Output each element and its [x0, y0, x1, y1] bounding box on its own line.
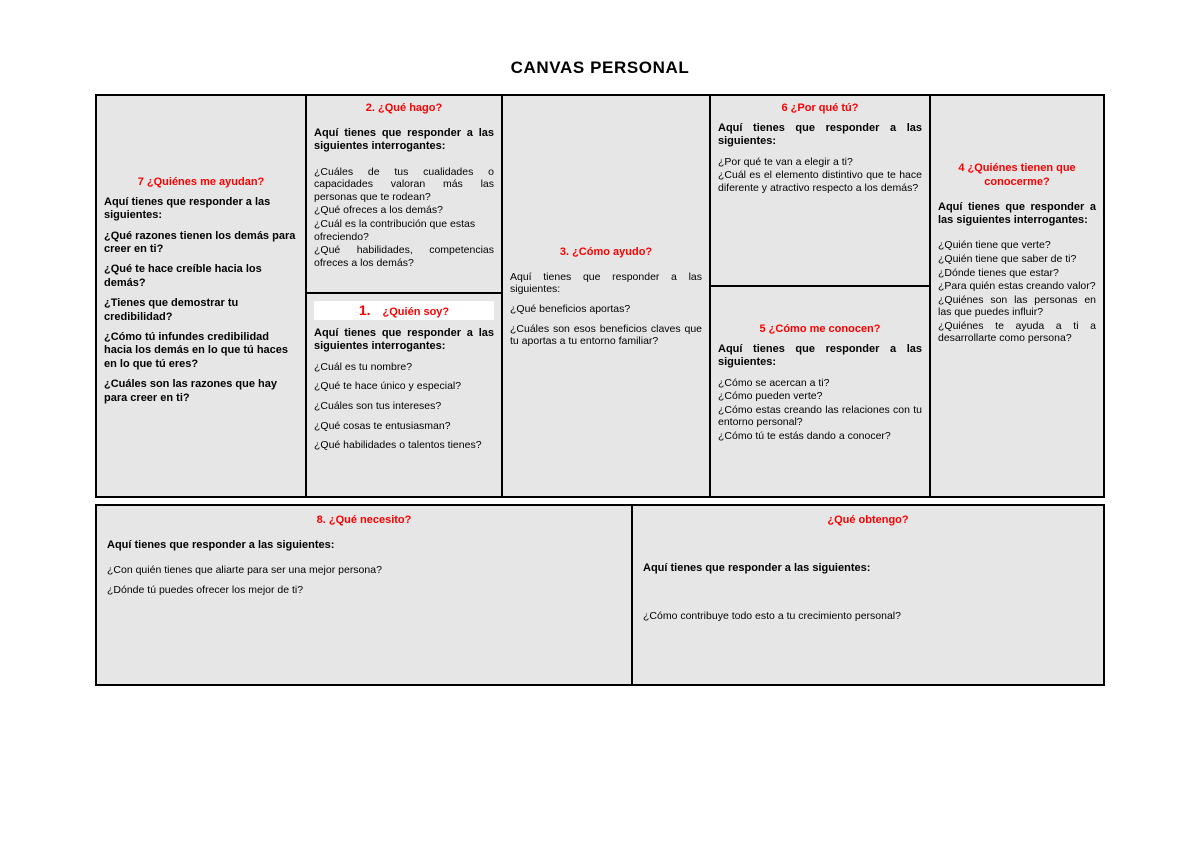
- block-section-3[interactable]: 3. ¿Cómo ayudo? Aquí tienes que responde…: [503, 96, 709, 496]
- spacer: [643, 534, 1093, 548]
- section-3-lead: Aquí tienes que responder a las siguient…: [510, 270, 702, 296]
- section-8-lead: Aquí tienes que responder a las siguient…: [107, 538, 335, 551]
- canvas-column-help: 3. ¿Cómo ayudo? Aquí tienes que responde…: [501, 96, 709, 496]
- section-4-question: ¿Quién tiene que saber de ti?: [938, 252, 1077, 265]
- block-section-1[interactable]: 1. ¿Quién soy? Aquí tienes que responder …: [307, 292, 501, 496]
- section-3-question: ¿Qué beneficios aportas?: [510, 303, 631, 316]
- section-2-title: 2. ¿Qué hago?: [365, 102, 443, 114]
- canvas-column-doing-identity: 2. ¿Qué hago? Aquí tienes que responder …: [305, 96, 501, 496]
- section-4-lead: Aquí tienes que responder a las siguient…: [938, 200, 1096, 226]
- spacer: [643, 548, 1093, 562]
- section-1-lead: Aquí tienes que responder a las siguient…: [314, 326, 494, 353]
- section-4-question: ¿Para quién estas creando valor?: [938, 280, 1096, 293]
- block-section-5[interactable]: 5 ¿Cómo me conocen? Aquí tienes que resp…: [711, 285, 929, 496]
- section-1-question: ¿Qué habilidades o talentos tienes?: [314, 439, 482, 452]
- section-9-lead: Aquí tienes que responder a las siguient…: [643, 561, 871, 574]
- spacer: [643, 596, 1093, 610]
- block-section-6[interactable]: 6 ¿Por qué tú? Aquí tienes que responder…: [711, 96, 929, 285]
- section-4-title: 4 ¿Quiénes tienen que conocerme?: [958, 162, 1076, 188]
- spacer: [643, 582, 1093, 596]
- canvas-column-why-how-known: 6 ¿Por qué tú? Aquí tienes que responder…: [709, 96, 929, 496]
- section-7-question: ¿Tienes que demostrar tu credibilidad?: [104, 297, 239, 323]
- canvas-top-row: 7 ¿Quiénes me ayudan? Aquí tienes que re…: [95, 94, 1105, 498]
- section-2-lead: Aquí tienes que responder a las siguient…: [314, 126, 494, 153]
- section-7-question: ¿Qué razones tienen los demás para creer…: [104, 229, 296, 255]
- section-4-question: ¿Dónde tienes que estar?: [938, 266, 1059, 279]
- section-8-question: ¿Con quién tienes que aliarte para ser u…: [107, 564, 382, 577]
- section-1-question: ¿Cuáles son tus intereses?: [314, 399, 442, 412]
- section-2-question: ¿Qué ofreces a los demás?: [314, 204, 443, 217]
- block-section-4[interactable]: 4 ¿Quiénes tienen que conocerme? Aquí ti…: [931, 96, 1103, 496]
- section-3-question: ¿Cuáles son esos beneficios claves que t…: [510, 322, 702, 348]
- section-2-question: ¿Qué habilidades, competencias ofreces a…: [314, 244, 494, 269]
- section-5-title: 5 ¿Cómo me conocen?: [759, 323, 881, 335]
- section-8-title: 8. ¿Qué necesito?: [316, 514, 412, 526]
- section-2-question: ¿Cuáles de tus cualidades o capacidades …: [314, 165, 494, 203]
- section-6-question: ¿Por qué te van a elegir a ti?: [718, 155, 853, 168]
- section-1-label: ¿Quién soy?: [382, 306, 450, 318]
- canvas-column-helpers: 7 ¿Quiénes me ayudan? Aquí tienes que re…: [97, 96, 305, 496]
- section-4-question: ¿Quiénes te ayuda a ti a desarrollarte c…: [938, 319, 1096, 345]
- section-3-title: 3. ¿Cómo ayudo?: [559, 246, 653, 259]
- section-6-title: 6 ¿Por qué tú?: [781, 102, 859, 114]
- section-5-lead: Aquí tienes que responder a las siguient…: [718, 342, 922, 369]
- section-8-question: ¿Dónde tú puedes ofrecer los mejor de ti…: [107, 583, 304, 596]
- section-2-question: ¿Cuál es la contribución que estas ofrec…: [314, 217, 476, 243]
- section-4-question: ¿Quiénes son las personas en las que pue…: [938, 293, 1096, 319]
- section-7-question: ¿Cuáles son las razones que hay para cre…: [104, 378, 278, 404]
- section-5-question: ¿Cómo estas creando las relaciones con t…: [718, 403, 922, 429]
- section-1-title: 1. ¿Quién soy?: [314, 301, 494, 320]
- spacer: [718, 293, 922, 323]
- block-section-8[interactable]: 8. ¿Qué necesito? Aquí tienes que respon…: [97, 506, 631, 684]
- section-7-title: 7 ¿Quiénes me ayudan?: [137, 175, 265, 188]
- section-9-title: ¿Qué obtengo?: [827, 514, 909, 526]
- canvas-bottom-row: 8. ¿Qué necesito? Aquí tienes que respon…: [95, 504, 1105, 686]
- block-section-what-i-get[interactable]: ¿Qué obtengo? Aquí tienes que responder …: [631, 506, 1103, 684]
- section-1-number: 1.: [358, 302, 371, 318]
- canvas-column-audience: 4 ¿Quiénes tienen que conocerme? Aquí ti…: [929, 96, 1103, 496]
- section-5-question: ¿Cómo pueden verte?: [718, 390, 823, 403]
- section-1-question: ¿Cuál es tu nombre?: [314, 360, 413, 373]
- section-5-question: ¿Cómo se acercan a ti?: [718, 376, 830, 389]
- section-1-question: ¿Qué cosas te entusiasman?: [314, 419, 451, 432]
- section-7-question: ¿Qué te hace creíble hacia los demás?: [104, 263, 262, 289]
- block-section-2[interactable]: 2. ¿Qué hago? Aquí tienes que responder …: [307, 96, 501, 292]
- page-title: CANVAS PERSONAL: [510, 58, 690, 77]
- section-1-question: ¿Qué te hace único y especial?: [314, 380, 462, 393]
- section-6-lead: Aquí tienes que responder a las siguient…: [718, 121, 922, 148]
- section-9-question: ¿Cómo contribuye todo esto a tu crecimie…: [643, 610, 901, 623]
- section-4-question: ¿Quién tiene que verte?: [938, 239, 1051, 252]
- block-section-7[interactable]: 7 ¿Quiénes me ayudan? Aquí tienes que re…: [97, 96, 305, 496]
- section-7-question: ¿Cómo tú infundes credibilidad hacia los…: [104, 330, 289, 370]
- section-5-question: ¿Cómo tú te estás dando a conocer?: [718, 429, 891, 442]
- section-7-lead: Aquí tienes que responder a las siguient…: [104, 195, 271, 222]
- section-6-question: ¿Cuál es el elemento distintivo que te h…: [718, 169, 922, 194]
